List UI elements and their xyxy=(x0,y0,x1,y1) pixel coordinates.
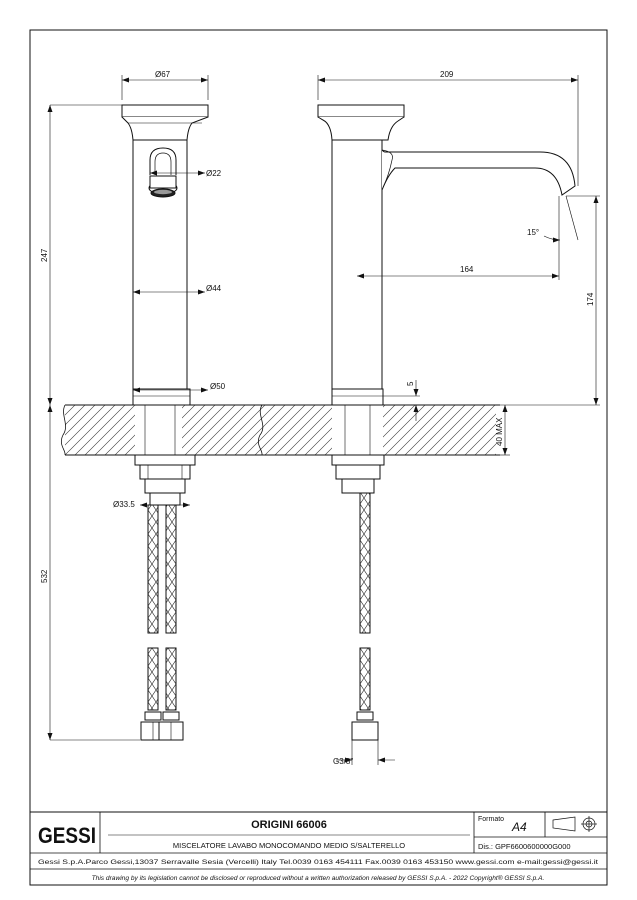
copyright-disclaimer: This drawing by its legislation cannot b… xyxy=(92,874,545,882)
dim-spout-angle: 15° xyxy=(527,228,539,237)
dim-hose-length: 532 xyxy=(40,569,49,583)
front-dimensions xyxy=(47,75,209,741)
dim-base-diameter: Ø50 xyxy=(210,382,226,391)
company-address: Gessi S.p.A.Parco Gessi,13037 Serravalle… xyxy=(38,859,598,866)
dim-spout-diameter: Ø22 xyxy=(206,169,222,178)
dim-base-thickness: 5 xyxy=(406,381,415,386)
dimension-labels: Ø67 Ø22 Ø44 Ø50 247 Ø33.5 532 209 164 15… xyxy=(40,70,595,766)
dim-hose-nut-diameter: Ø33.5 xyxy=(113,500,135,509)
countertop-section xyxy=(60,404,500,456)
front-view-faucet xyxy=(121,104,209,741)
dim-top-diameter: Ø67 xyxy=(155,70,171,79)
title-block: GESSI ORIGINI 66006 MISCELATORE LAVABO M… xyxy=(30,811,607,882)
dim-deck-max: 40 MAX xyxy=(495,417,504,446)
dim-height: 247 xyxy=(40,248,49,262)
dim-thread: G3/8" xyxy=(333,757,353,766)
product-name: ORIGINI 66006 xyxy=(251,819,327,831)
dim-body-diameter: Ø44 xyxy=(206,284,222,293)
sheet-border xyxy=(29,29,608,886)
side-view-faucet xyxy=(317,104,576,741)
company-logo: GESSI xyxy=(38,823,96,848)
format-value: A4 xyxy=(511,820,527,834)
drawing-number: Dis.: GPF6600600000G000 xyxy=(478,842,571,851)
dim-spout-height: 174 xyxy=(586,292,595,306)
dim-reach: 164 xyxy=(460,265,474,274)
side-dimensions xyxy=(317,75,600,765)
projection-symbol-icon xyxy=(552,816,597,832)
product-description: MISCELATORE LAVABO MONOCOMANDO MEDIO S/S… xyxy=(173,841,405,850)
dim-overall-depth: 209 xyxy=(440,70,454,79)
format-label: Formato xyxy=(478,816,504,823)
